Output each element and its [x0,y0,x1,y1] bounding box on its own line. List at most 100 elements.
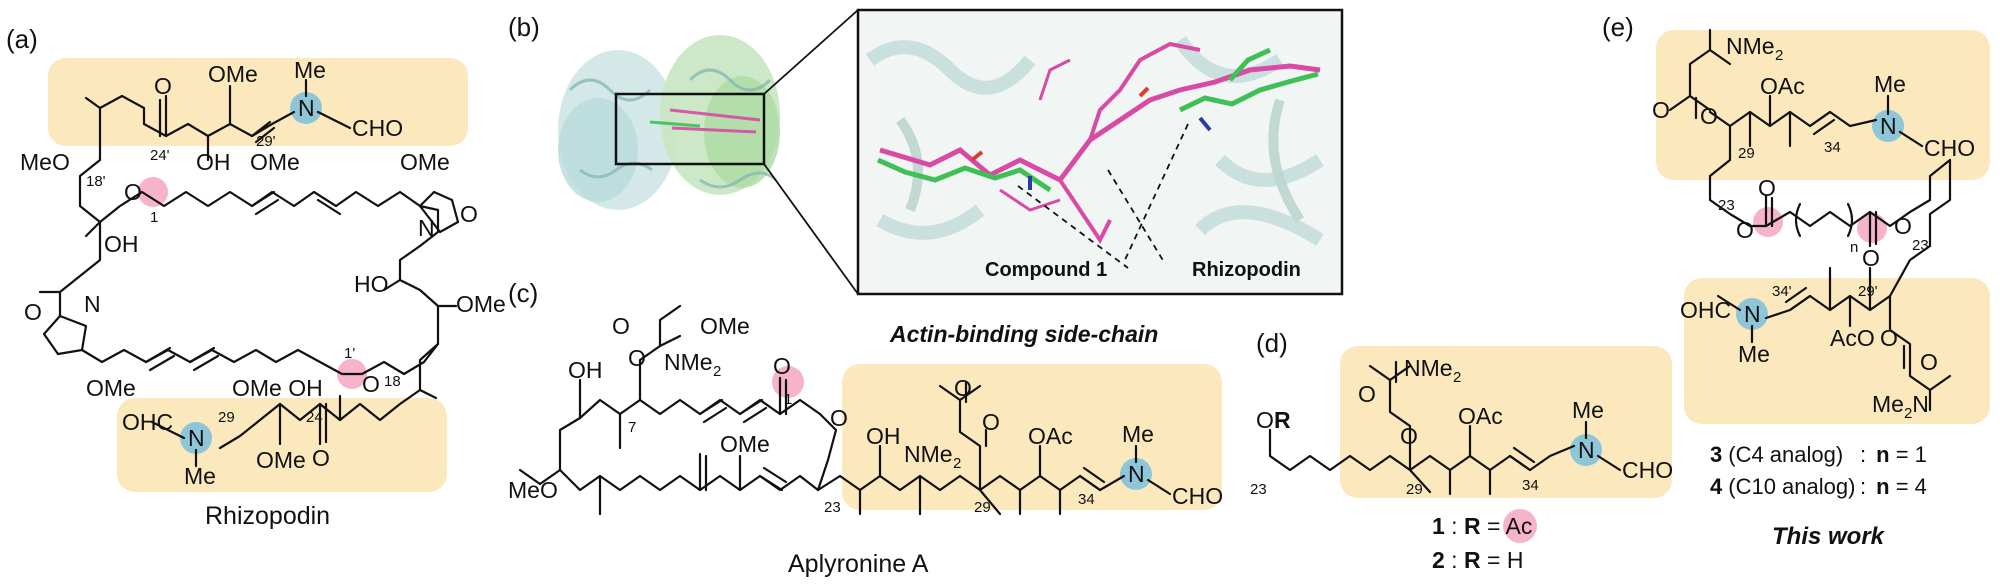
atom-ome-top1: OMe [208,61,258,87]
atom-ome-top3: OMe [400,149,450,175]
atom-oac-d: OAc [1458,403,1503,429]
bond-nme2-top [658,334,682,348]
atom-or-o-d: O [1256,407,1274,433]
atom-me-n-top: Me [294,57,326,83]
label-this-work: This work [1772,523,1886,550]
bond-n-cho-c [1146,478,1172,496]
num-c34-d: 34 [1522,477,1539,494]
num-24: 24 [306,409,323,426]
analog-top-side-chain-box [1656,30,1990,180]
atom-nme2-d: NMe [1404,355,1453,381]
atom-or-r-d: R [1274,407,1291,433]
panel-a: (a) O OMe [6,24,506,530]
bond-c1-carbonyl [778,376,788,416]
bond-macro-left [58,220,102,318]
atom-cho-c: CHO [1172,483,1223,509]
bond-ketone-bottom [318,402,328,446]
label-actin-binding-side-chain: Actin-binding side-chain [889,321,1158,347]
nitrogen-highlight-d [1570,434,1602,466]
num-c29-aplyronine: 29 [974,499,991,516]
atom-nme2-top-e: NMe [1726,33,1775,59]
atom-o-oxazole-right: O [460,201,478,227]
atom-n-bottom-e: N [1744,301,1761,327]
num-c34-e: 34 [1824,139,1841,156]
atom-meo-c: MeO [508,477,558,503]
atom-oh-c: OH [568,357,603,383]
num-24p: 24' [150,147,170,164]
num-c29-e: 29 [1738,145,1755,162]
atom-o-top-c: O [628,345,646,371]
num-1: 1 [150,209,158,226]
label-rhizopodin: Rhizopodin [1192,259,1301,281]
atom-nme2-side-sub-c: 2 [953,455,961,472]
atom-n-top: N [298,95,315,121]
atom-nme2-side-c: NMe [904,441,953,467]
atom-o-carbonyl-top-c: O [612,313,630,339]
bond-enamide-e-top [1808,110,1836,136]
atom-cho-top: CHO [352,115,403,141]
bond-linker-e [1708,124,1952,228]
atom-n-bottom: N [188,425,205,451]
atom-cho-top-e: CHO [1924,135,1975,161]
atom-nme2-sub-d: 2 [1453,369,1461,386]
bond-ohc-n-e [1716,294,1742,312]
atom-ome-left-bottom: OMe [86,375,136,401]
atom-oh-side-c: OH [866,423,901,449]
atom-o-link-right-e: O [1894,213,1912,239]
atom-o-ketone-top: O [154,73,172,99]
bond-ketone [158,94,168,138]
panel-c: (c) O OMe O NMe 2 OH O [508,278,1223,578]
atom-o-link-carbonyl-right-e: O [1862,245,1880,271]
nitrogen-highlight-top [290,92,322,124]
atom-o-side-ester-c: O [982,409,1000,435]
bond-enamide-c [1078,466,1106,492]
atom-ome-top2: OMe [250,149,300,175]
atom-oh-top: OH [196,149,231,175]
num-18: 18 [384,373,401,390]
atom-me-n-bottom: Me [184,463,216,489]
compound-3-legend: 3(C4 analog) [1710,442,1843,467]
panel-b-label: (b) [508,12,540,42]
oxazole-right [418,190,460,234]
atom-o-side-carbonyl-c: O [954,375,972,401]
atom-nme2-top-c: NMe [664,349,713,375]
bond-bracket-n [1794,202,1854,238]
num-29p: 29' [256,133,276,150]
num-c29p-e: 29' [1858,283,1878,300]
label-compound-1: Compound 1 [985,259,1107,281]
atom-me-n-bottom-e: Me [1738,341,1770,367]
atom-ome-bottom: OMe [256,447,306,473]
atom-meo-left: MeO [20,149,70,175]
num-c34p-e: 34' [1772,283,1792,300]
bond-alkene-bottom [758,466,788,492]
panel-c-label: (c) [508,278,538,308]
bond-n-cho-d [1596,454,1622,472]
nitrogen-highlight-aplyronine [1120,458,1152,490]
atom-o-ring-c: O [830,405,848,431]
rhizopodin-bottom-side-chain-box [117,398,447,492]
bond-ho-right [382,278,402,292]
atom-nme2-top-sub-c: 2 [713,363,721,380]
atom-ome-top-c: OMe [700,313,750,339]
num-c34-aplyronine: 34 [1078,491,1095,508]
compound-1-legend: 1 : R = Ac [1432,513,1532,539]
num-c23p-e: 23' [1912,237,1932,254]
atom-ohc-bottom-e: OHC [1680,297,1731,323]
atom-nme2-top-sub-e: 2 [1775,47,1783,64]
atom-cho-d: CHO [1622,457,1673,483]
atom-n-oxazole-right: N [418,215,435,241]
atom-oac-top-e: OAc [1760,73,1805,99]
num-29: 29 [218,409,235,426]
ac-highlight [1503,509,1537,543]
num-c23-d: 23 [1250,481,1267,498]
bond-diene-bottom [144,346,220,372]
atom-me-n-c: Me [1122,421,1154,447]
carbonyl-highlight-e-left [1753,207,1783,237]
bond-oh-left [84,220,102,238]
panel-d: (d) O R NMe 2 O O OAc Me N CHO 23 29 34 … [1250,328,1673,573]
num-c23-e: 23 [1718,197,1735,214]
atom-ome-mid-c: OMe [720,431,770,457]
atom-ome-oh-bottom: OMe OH [232,375,323,401]
compound-4-legend-value: :n = 4 [1860,474,1927,499]
